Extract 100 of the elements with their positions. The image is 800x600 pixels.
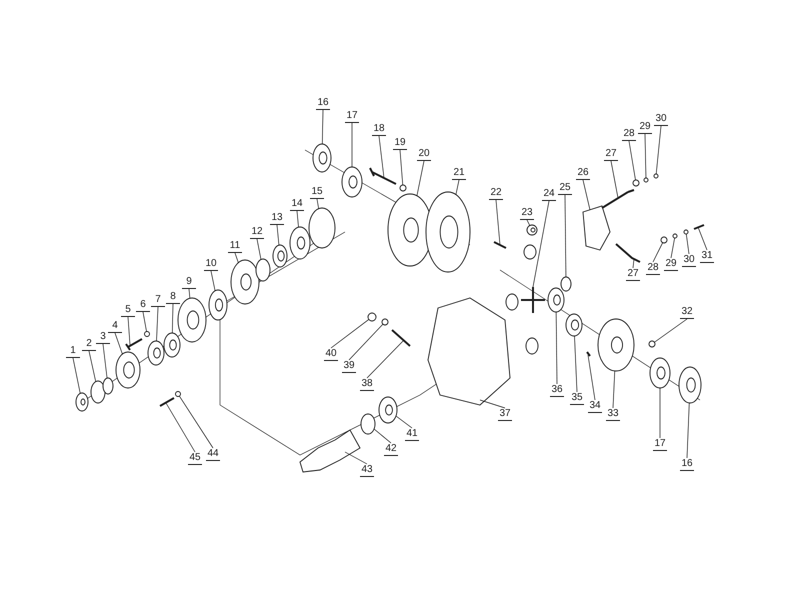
leader-line: [686, 402, 690, 458]
leader-line: [686, 234, 690, 254]
ring-gear-drawing: [426, 192, 470, 272]
ring-drawing: [272, 244, 288, 268]
leader-line: [532, 200, 550, 288]
bearing-cap-drawing: [582, 205, 610, 251]
leader-line: [179, 396, 214, 448]
leader-line: [588, 354, 596, 400]
leader-line: [316, 198, 320, 210]
leader-line: [276, 224, 280, 246]
bearing-housing-drawing: [230, 260, 260, 304]
callout-number: 29: [664, 258, 678, 271]
bolt-drawing: [494, 241, 506, 249]
leader-line: [322, 110, 324, 144]
drive-pinion-drawing: [299, 429, 361, 472]
leader-line: [366, 340, 404, 378]
leader-line: [102, 344, 108, 378]
washer-drawing: [382, 318, 388, 326]
callout-number: 8: [166, 291, 180, 304]
callout-number: 43: [360, 464, 374, 477]
leader-line: [632, 258, 634, 268]
callout-number: 5: [121, 304, 135, 317]
shim-drawing: [566, 314, 582, 336]
leader-line: [166, 402, 196, 452]
pin-drawing: [586, 351, 591, 357]
callout-number: 45: [188, 452, 202, 465]
callout-number: 4: [108, 320, 122, 333]
callout-number: 28: [646, 262, 660, 275]
washer-drawing: [90, 380, 106, 404]
callout-number: 38: [360, 378, 374, 391]
washer-drawing: [632, 180, 640, 186]
leader-line: [114, 332, 123, 354]
washer-drawing: [526, 224, 538, 236]
leader-line: [628, 140, 636, 180]
leader-line: [456, 180, 460, 196]
leader-line: [188, 288, 190, 299]
ring-drawing: [164, 332, 180, 358]
callout-number: 15: [310, 186, 324, 199]
callout-number: 37: [498, 408, 512, 421]
seal-drawing: [678, 366, 702, 404]
leader-line: [698, 226, 708, 250]
gear-drawing: [560, 276, 572, 292]
bearing-drawing: [378, 396, 398, 424]
bolt-drawing: [615, 243, 640, 263]
leader-line: [556, 312, 558, 384]
leader-line: [142, 312, 147, 332]
nut-drawing: [654, 174, 658, 178]
leader-line: [644, 134, 646, 178]
cross-shaft-drawing: [520, 286, 546, 314]
leader-line: [582, 180, 590, 210]
bearing-cover-drawing: [116, 352, 140, 388]
callout-number: 26: [576, 167, 590, 180]
callout-number: 30: [654, 113, 668, 126]
leader-line: [172, 304, 174, 334]
callout-number: 24: [542, 188, 556, 201]
callout-number: 36: [550, 384, 564, 397]
housing-drawing: [428, 298, 510, 406]
leader-line: [348, 324, 384, 360]
leader-line: [378, 136, 384, 178]
bearing-drawing: [76, 392, 88, 412]
nut-drawing: [175, 391, 181, 397]
callout-number: 27: [604, 148, 618, 161]
callout-number: 6: [136, 299, 150, 312]
bearing-drawing: [342, 166, 362, 198]
ring-drawing: [148, 340, 164, 366]
leader-line: [496, 200, 500, 246]
bearing-drawing: [650, 358, 670, 388]
leader-line: [330, 319, 370, 348]
washer-drawing: [660, 236, 668, 244]
callout-number: 13: [270, 212, 284, 225]
bolt-drawing: [694, 224, 704, 230]
nut-drawing: [648, 340, 656, 348]
bolt-drawing: [160, 397, 174, 407]
bolt-drawing: [601, 189, 635, 209]
nut-drawing: [400, 184, 406, 192]
leader-line: [654, 318, 688, 343]
callout-number: 39: [342, 360, 356, 373]
leader-line: [256, 238, 262, 260]
callout-number: 31: [700, 250, 714, 263]
o-ring-drawing: [256, 258, 270, 282]
callout-number: 2: [82, 338, 96, 351]
bolt-drawing: [369, 167, 397, 185]
nut-drawing: [368, 312, 376, 322]
callout-number: 18: [372, 123, 386, 136]
callout-number: 33: [606, 408, 620, 421]
leader-line: [400, 150, 404, 186]
differential-case-drawing: [598, 318, 634, 372]
o-ring-drawing: [360, 414, 376, 434]
callout-number: 11: [228, 240, 242, 253]
o-ring-drawing: [102, 378, 114, 394]
side-gear-drawing: [548, 288, 564, 312]
callout-number: 42: [384, 443, 398, 456]
callout-number: 22: [489, 187, 503, 200]
leader-line: [156, 306, 158, 342]
bolt-drawing: [125, 338, 143, 351]
callout-number: 1: [66, 345, 80, 358]
shim-drawing: [308, 208, 336, 248]
seal-drawing: [312, 144, 332, 172]
callout-number: 17: [345, 110, 359, 123]
callout-number: 30: [682, 254, 696, 267]
